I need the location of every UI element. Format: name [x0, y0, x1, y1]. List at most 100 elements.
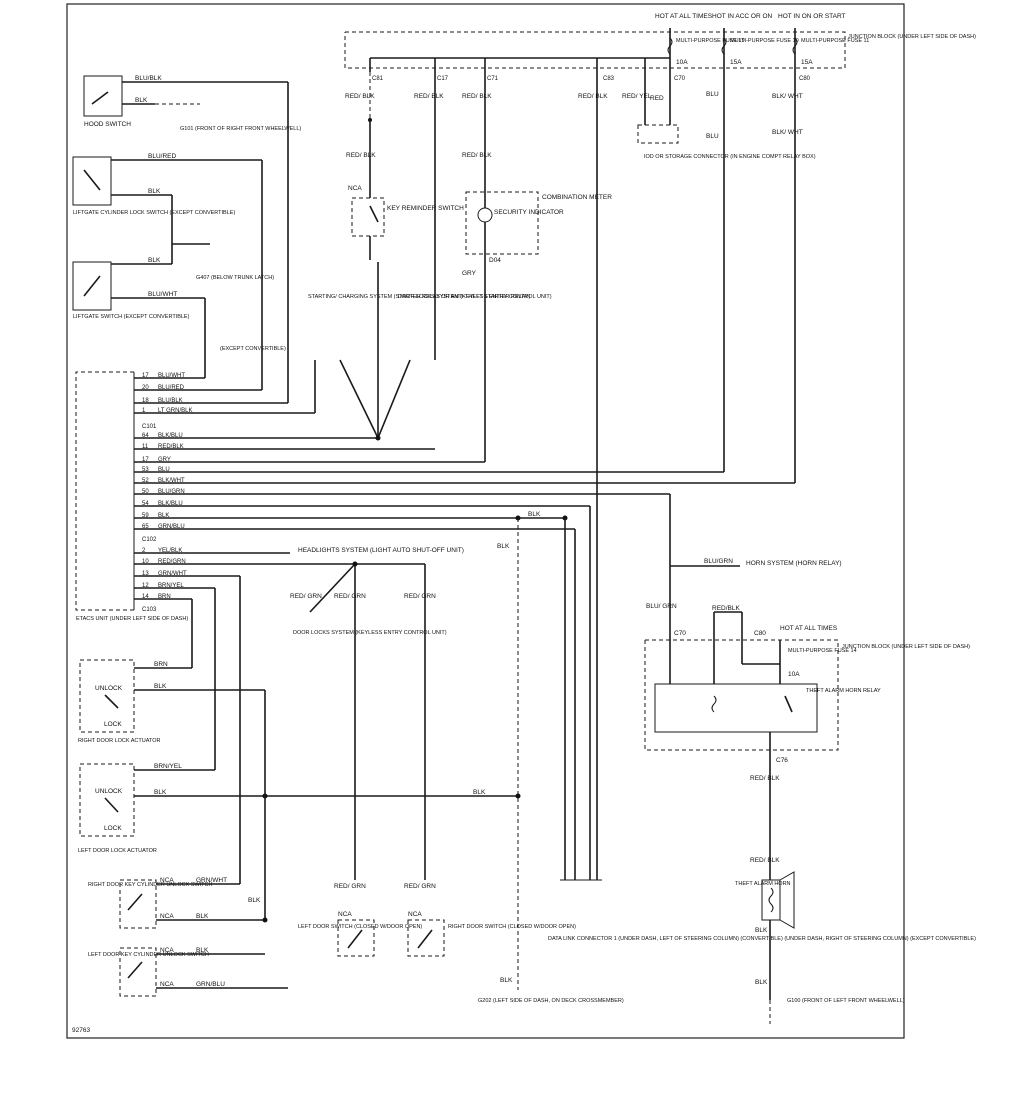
right-lock: LOCK — [104, 721, 122, 728]
diagram-id: 92763 — [72, 1027, 90, 1034]
conn-c103: C103 — [142, 607, 157, 613]
fuse19-hot: HOT AT ALL TIMES — [655, 13, 713, 20]
conn-d04: D04 — [489, 257, 501, 264]
fuse10-rating: 15A — [730, 59, 742, 66]
wire-blk-lact2: BLK — [473, 789, 486, 796]
left-lock: LOCK — [104, 825, 122, 832]
etacs-pin-1: 20 — [142, 385, 149, 391]
etacs-pin-2: 18 — [142, 398, 149, 404]
fuse10-hot: HOT IN ACC OR ON — [712, 13, 772, 20]
right-key-cylinder-switch: NCA GRN/WHT NCA BLK BLK RIGHT DOOR KEY C… — [88, 877, 268, 929]
etacs-wire-9: BLU/GRN — [158, 489, 185, 495]
key-nca: NCA — [348, 185, 362, 192]
wire-grn-blu: GRN/BLU — [196, 981, 225, 988]
etacs-wire-6: GRY — [158, 457, 171, 463]
etacs-wire-2: BLU/BLK — [158, 398, 183, 404]
fuse10-name: MULTI-PURPOSE FUSE 10 — [730, 38, 799, 44]
wire-blk-lact: BLK — [154, 789, 167, 796]
wire-red-blk-4: RED/ BLK — [578, 93, 608, 100]
liftgate-cyl-label: LIFTGATE CYLINDER LOCK SWITCH (EXCEPT CO… — [73, 210, 235, 216]
g202-label: G202 (LEFT SIDE OF DASH, ON DECK CROSSME… — [478, 998, 624, 1004]
top-wires: RED/ BLK RED/ BLK RED/ BLK RED/ BLK RED/… — [345, 72, 803, 880]
combo-meter-label: COMBINATION METER — [542, 194, 612, 201]
right-cyl-label: RIGHT DOOR KEY CYLINDER UNLOCK SWITCH — [88, 882, 213, 888]
etacs-pin-14: 10 — [142, 559, 149, 565]
rcyl-nca2: NCA — [160, 913, 174, 920]
key-reminder-switch: NCA KEY REMINDER SWITCH — [348, 175, 464, 260]
wire-grn-wht: GRN/WHT — [196, 877, 227, 884]
theft-alarm-horn: THEFT ALARM HORN BLK BLK G100 (FRONT OF … — [735, 871, 905, 1024]
wire-blk-horn2: BLK — [755, 979, 768, 986]
hood-switch: BLU/BLK BLK HOOD SWITCH G101 (FRONT OF R… — [83, 75, 301, 132]
except-convertible-label: (EXCEPT CONVERTIBLE) — [220, 346, 286, 352]
g101-label: G101 (FRONT OF RIGHT FRONT WHEELWELL) — [180, 126, 301, 132]
etacs-pin-16: 12 — [142, 583, 149, 589]
fuse14-rating: 10A — [788, 671, 800, 678]
theft-horn-label: THEFT ALARM HORN — [735, 881, 791, 887]
wire-blk-wht-1: BLK/ WHT — [772, 93, 803, 100]
wire-red-blk-5: RED/ BLK — [346, 152, 376, 159]
wire-blu-2: BLU — [706, 133, 719, 140]
starting-system-label: STARTING/ CHARGING SYSTEM (STARTER RELAY… — [308, 294, 531, 300]
fuse14-name: MULTI-PURPOSE FUSE 14 — [788, 648, 857, 654]
etacs-wire-11: BLK — [158, 513, 169, 519]
wire-blu-wht: BLU/WHT — [148, 291, 177, 298]
wire-red-blk-3: RED/ BLK — [462, 93, 492, 100]
wire-red-blk-6: RED/ BLK — [462, 152, 492, 159]
conn-c101: C101 — [142, 424, 157, 430]
conn-c17: C17 — [437, 76, 449, 82]
liftgate-sw-label: LIFTGATE SWITCH (EXCEPT CONVERTIBLE) — [73, 314, 190, 320]
data-link-connector: DATA LINK CONNECTOR 1 (UNDER DASH, LEFT … — [478, 879, 976, 1004]
right-door-switch: RED/ GRN NCA RIGHT DOOR SWITCH (CLOSED W… — [404, 883, 576, 957]
iod-label: IOD OR STORAGE CONNECTOR (IN ENGINE COMP… — [644, 154, 816, 160]
door-locks-mid-label: DOOR LOCKS SYSTEM (KEYLESS ENTRY CONTROL… — [293, 630, 447, 636]
etacs-wire-5: RED/BLK — [158, 444, 184, 450]
diagram-frame — [66, 3, 905, 1039]
door-locks-top-label: DOOR LOCKS SYSTEM (KEYLESS ENTRY CONTROL… — [398, 294, 552, 300]
lcyl-nca2: NCA — [160, 981, 174, 988]
rd-nca: NCA — [408, 911, 422, 918]
wire-red-grn-2: RED/ GRN — [334, 593, 366, 600]
wire-red-blk-relay: RED/BLK — [712, 605, 740, 612]
conn-c76: C76 — [776, 757, 788, 764]
right-door-lock-actuator: BRN BLK UNLOCK LOCK RIGHT DOOR LOCK ACTU… — [78, 659, 265, 744]
conn-c70: C70 — [674, 76, 686, 82]
conn-c80: C80 — [799, 76, 811, 82]
etacs-label: ETACS UNIT (UNDER LEFT SIDE OF DASH) — [76, 616, 188, 622]
etacs-wire-15: GRN/WHT — [158, 571, 187, 577]
conn-c83: C83 — [603, 76, 615, 82]
right-unlock: UNLOCK — [95, 685, 123, 692]
ld-nca: NCA — [338, 911, 352, 918]
wire-blk-ract: BLK — [154, 683, 167, 690]
wire-brn: BRN — [154, 661, 168, 668]
rcyl-nca1: NCA — [160, 877, 174, 884]
etacs-wire-13: YEL/BLK — [158, 548, 182, 554]
wire-blk-wht-2: BLK/ WHT — [772, 129, 803, 136]
etacs-wire-3: LT GRN/BLK — [158, 408, 192, 414]
etacs-wire-4: BLK/BLU — [158, 433, 183, 439]
wire-red-grn-rd: RED/ GRN — [404, 883, 436, 890]
etacs-pin-17: 14 — [142, 594, 149, 600]
wire-blk-rcyl: BLK — [196, 913, 209, 920]
data-link-label: DATA LINK CONNECTOR 1 (UNDER DASH, LEFT … — [548, 936, 976, 942]
wire-blu-grn-horn: BLU/GRN — [704, 558, 733, 565]
wire-red-blk-horn2: RED/ BLK — [750, 857, 780, 864]
fuse11-name: MULTI-PURPOSE FUSE 11 — [801, 38, 869, 44]
etacs-pin-5: 11 — [142, 444, 149, 450]
combination-meter: COMBINATION METER SECURITY INDICATOR D04… — [462, 180, 612, 277]
wire-red-grn-3: RED/ GRN — [404, 593, 436, 600]
junction-block-2-label: JUNCTION BLOCK (UNDER LEFT SIDE OF DASH) — [842, 644, 970, 650]
wire-blk-lift1: BLK — [148, 188, 161, 195]
g100-label: G100 (FRONT OF LEFT FRONT WHEELWELL) — [787, 998, 905, 1004]
etacs-unit: ETACS UNIT (UNDER LEFT SIDE OF DASH) C10… — [75, 371, 188, 622]
junction-block-top: HOT AT ALL TIMES MULTI-PURPOSE FUSE 19 1… — [344, 13, 976, 72]
left-door-switch-label: LEFT DOOR SWITCH (CLOSED W/DOOR OPEN) — [298, 924, 422, 930]
left-door-switch: RED/ GRN NCA LEFT DOOR SWITCH (CLOSED W/… — [298, 883, 422, 957]
etacs-pin-12: 65 — [142, 524, 149, 530]
wire-red-blk-horn1: RED/ BLK — [750, 775, 780, 782]
etacs-pin-6: 17 — [142, 457, 149, 463]
conn-c81: C81 — [372, 76, 384, 82]
left-key-cylinder-switch: NCA BLK NCA GRN/BLU LEFT DOOR KEY CYLIND… — [88, 947, 288, 997]
